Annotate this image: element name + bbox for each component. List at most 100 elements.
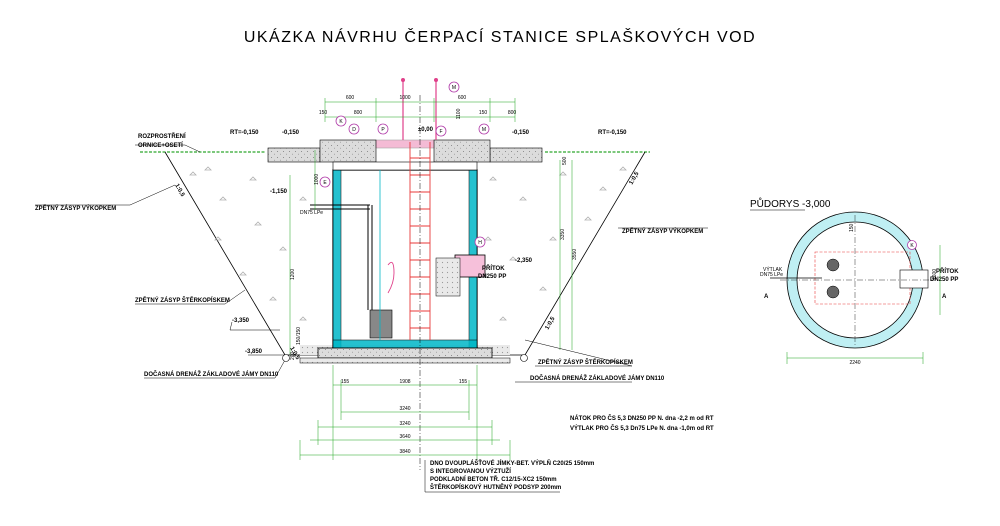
callout-8: H [478, 240, 482, 246]
cover-frame-right [433, 139, 491, 163]
plan-section-mark-left: A [764, 294, 769, 300]
drawing-title: UKÁZKA NÁVRHU ČERPACÍ STANICE SPLAŠKOVÝC… [244, 27, 756, 46]
base-slab [317, 347, 493, 359]
level-rt-right: RT=-0,150 [598, 130, 627, 136]
label-topsoil: ROZPROSTŘENÍ [138, 132, 186, 140]
dim-side-1: 3350 [560, 229, 566, 240]
label-pressure: DN75 LPe [300, 210, 323, 216]
level-1150: -1,150 [270, 189, 288, 195]
dim-top-7: 1100 [456, 108, 462, 119]
level-3350: -3,350 [232, 318, 250, 324]
callout-1: K [339, 119, 343, 125]
label-gravel-left: ZPĚTNÝ ZÁSYP ŠTĚRKOPÍSKEM [135, 296, 230, 304]
plan-dim-width: 2240 [849, 360, 860, 366]
dim-top-1: 600 [346, 95, 355, 101]
manhole-collar [375, 139, 435, 149]
base-note-2: S INTEGROVANOU VÝZTUŽÍ [430, 467, 511, 475]
level-rt-left: RT=-0,150 [230, 130, 259, 136]
callout-6: M [482, 127, 486, 133]
plan-view: PŮDORYS -3,000 K PŘÍTOK DN250 PP VÝTLAK … [750, 197, 959, 366]
note-inflow: NÁTOK PRO ČS 5,3 DN250 PP N. dna -2,2 m … [570, 415, 714, 422]
slope-right-low: 1:0,5 [545, 316, 557, 331]
callout-3: D [352, 127, 356, 133]
dim-side-2: 3550 [572, 249, 578, 260]
label-gravel-right: ZPĚTNÝ ZÁSYP ŠTĚRKOPÍSKEM [538, 358, 633, 366]
callout-4: F [439, 129, 442, 135]
dims-side [289, 150, 573, 355]
tank-top [332, 161, 478, 171]
plan-section-mark-right: A [942, 294, 947, 300]
note-outflow: VÝTLAK PRO ČS 5,3 Dn75 LPe N. dna -1,0m … [570, 425, 714, 432]
plan-callout: K [910, 243, 914, 249]
plan-dims [786, 245, 941, 364]
tank-bottom [332, 339, 478, 349]
plan-title: PŮDORYS -3,000 [750, 197, 831, 210]
slope-right: 1:0,5 [629, 171, 641, 186]
dim-top-5: 150 [479, 110, 488, 116]
base-note-1: DNO DVOUPLÁŠŤOVÉ JÍMKY-BET. VÝPLŇ C20/25… [430, 459, 594, 467]
soil-marks [189, 166, 627, 321]
label-backfill-left: ZPĚTNÝ ZÁSYP VÝKOPKEM [35, 204, 116, 212]
dim-side-7: 500 [562, 156, 568, 165]
dim-bottom-5: 3240 [399, 421, 410, 427]
plan-callout-circle [907, 240, 917, 250]
pump [369, 309, 393, 339]
dim-top-6: 800 [354, 110, 363, 116]
dim-bottom-1: 155 [341, 379, 350, 385]
level-zero: ±0,00 [418, 127, 434, 133]
callout-group [319, 81, 490, 248]
vent-cap-right [434, 78, 438, 82]
dims-bottom [299, 365, 511, 460]
plan-inlet-label2: DN250 PP [930, 277, 958, 283]
dim-bottom-6: 3640 [399, 434, 410, 440]
plan-pump-1 [826, 258, 840, 272]
label-topsoil2: ORNICE+OSETÍ [138, 141, 183, 149]
plan-dim-small: 150 [849, 223, 855, 232]
cover-slab-right [489, 147, 543, 163]
label-drain-left: DOČASNÁ DRENÁŽ ZÁKLADOVÉ JÁMY DN110 [144, 370, 279, 378]
label-backfill-right: ZPĚTNÝ ZÁSYP VÝKOPKEM [622, 227, 703, 235]
callout-5: M [452, 85, 456, 91]
drain-left-icon [282, 354, 290, 362]
dim-bottom-7: 3840 [399, 449, 410, 455]
section-view: 600 1000 600 150 150 800 1100 800 155 19… [35, 78, 708, 493]
level-3850: -3,850 [245, 349, 263, 355]
float-cable [387, 261, 395, 294]
level-left: -0,150 [282, 130, 300, 136]
dim-side-5: 200 [290, 351, 296, 360]
dim-bottom-4: 3240 [399, 406, 410, 412]
plan-inlet-label: PŘÍTOK [936, 267, 959, 275]
base-note-4: ŠTĚRKOPÍSKOVÝ HUTNĚNÝ PODSYP 200mm [430, 483, 561, 491]
vent-cap-left [401, 78, 405, 82]
cover-slab-left [267, 147, 321, 163]
dim-bottom-2: 1908 [399, 379, 410, 385]
dim-top-2: 1000 [399, 95, 410, 101]
plan-outlet-label2: DN75 LPe [760, 272, 783, 278]
tank-wall-left [332, 169, 342, 349]
dim-top-4: 150 [319, 110, 328, 116]
cover-frame-left [319, 139, 377, 163]
dim-side-6: 1000 [314, 174, 320, 185]
inlet-chamber [435, 257, 461, 297]
slope-left: 1:0,5 [173, 183, 185, 198]
level-right: -0,150 [512, 130, 530, 136]
callout-2: P [381, 127, 385, 133]
plan-inlet-pipe [899, 269, 929, 289]
leaders [35, 144, 708, 493]
dim-top-8: 800 [508, 110, 517, 116]
dim-bottom-3: 155 [459, 379, 468, 385]
label-drain-right: DOČASNÁ DRENÁŽ ZÁKLADOVÉ JÁMY DN110 [530, 374, 665, 382]
plan-pump-2 [826, 285, 840, 299]
plan-dim-height: 1600 [932, 269, 938, 280]
label-inlet2: DN250 PP [478, 274, 506, 280]
base-note-3: PODKLADNÍ BETON TŘ. C12/15-XC2 150mm [430, 475, 557, 483]
dim-top-3: 600 [458, 95, 467, 101]
dims-top [324, 98, 516, 122]
dim-side-3: 1200 [290, 269, 296, 280]
level-2350: -2,350 [515, 258, 533, 264]
subbase [299, 357, 511, 364]
callout-7: E [323, 180, 327, 186]
plan-outlet-label: VÝTLAK [763, 266, 783, 273]
pressure-pipe [310, 204, 373, 310]
